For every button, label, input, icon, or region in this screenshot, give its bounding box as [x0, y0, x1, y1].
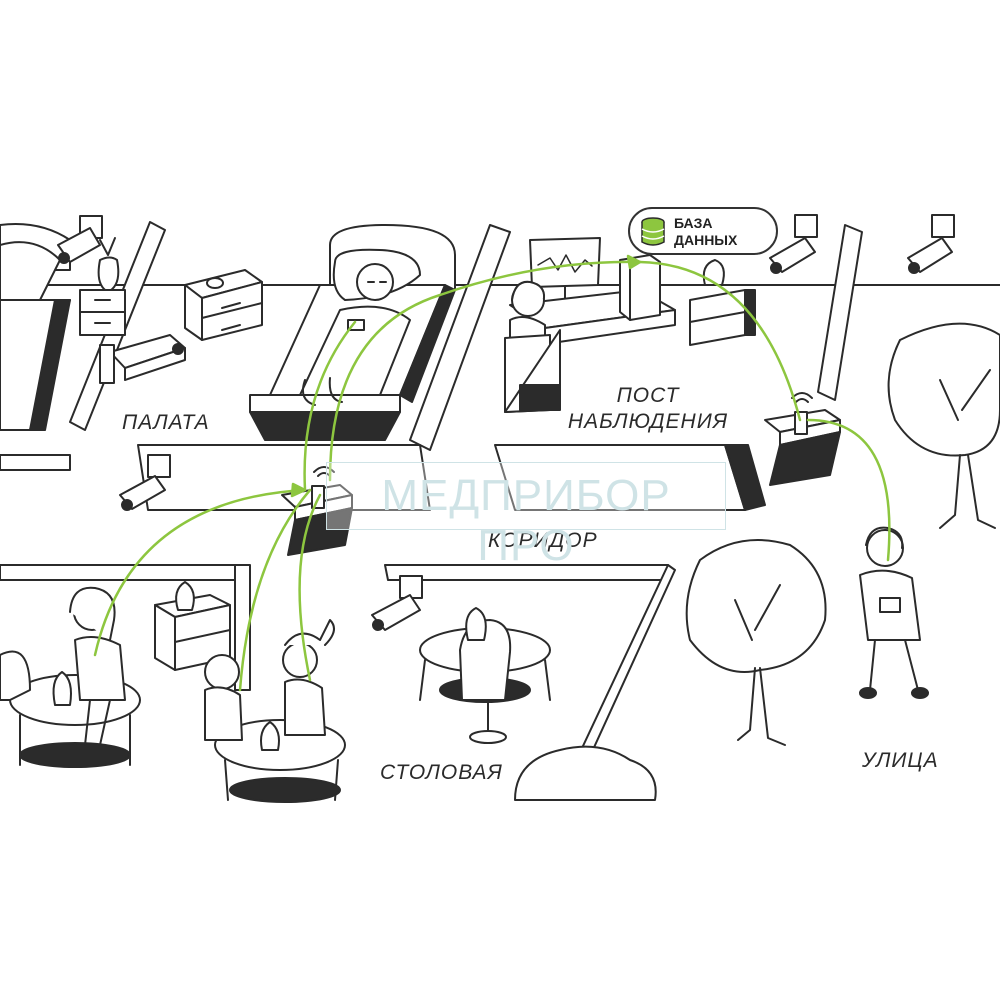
nightstand-icon	[79, 289, 126, 336]
receiver-device	[764, 409, 841, 486]
link-database-to-post	[638, 260, 802, 422]
link-girl-to-corridor	[298, 493, 322, 682]
computer-tower-icon	[619, 254, 661, 321]
ward-room	[0, 215, 456, 441]
watermark: МЕДПРИБОР ПРО	[326, 462, 726, 570]
nightstand-icon	[689, 289, 756, 346]
vase-icon	[260, 721, 280, 751]
arrow-head	[290, 482, 307, 498]
watermark-text: МЕДПРИБОР ПРО	[381, 471, 671, 570]
security-camera-icon	[907, 214, 955, 274]
dining-room	[0, 575, 657, 803]
person-icon	[204, 654, 243, 741]
ward-label: ПАЛАТА	[122, 411, 210, 434]
nightstand-icon	[184, 269, 263, 341]
observation-post	[504, 214, 955, 486]
database-label-line1: БАЗА	[674, 215, 713, 231]
tree-icon	[685, 539, 827, 746]
link-ward-to-database	[303, 320, 357, 492]
street	[685, 322, 1000, 746]
database-bubble: БАЗА ДАННЫХ	[628, 207, 778, 255]
person-icon	[282, 619, 335, 736]
vase-icon	[97, 237, 120, 293]
security-camera-icon	[769, 214, 818, 274]
security-camera-icon	[99, 334, 186, 384]
vase-icon	[52, 671, 72, 706]
observation-post-label: ПОСТ НАБЛЮДЕНИЯ	[558, 383, 738, 435]
corridor-label: КОРИДОР	[488, 529, 598, 552]
database-icon	[641, 217, 665, 246]
dining-label: СТОЛОВАЯ	[380, 761, 503, 784]
link-dining-to-corridor	[93, 488, 307, 657]
tree-icon	[887, 322, 1000, 529]
signal-links	[93, 254, 891, 692]
security-camera-icon	[371, 575, 423, 631]
database-label-line2: ДАННЫХ	[674, 232, 738, 248]
database-label: БАЗА ДАННЫХ	[674, 215, 737, 249]
vase-icon	[175, 581, 195, 611]
street-label: УЛИЦА	[862, 749, 939, 772]
observation-post-label-line1: ПОСТ	[616, 384, 680, 407]
observation-post-label-line2: НАБЛЮДЕНИЯ	[567, 410, 729, 433]
link-corridor-to-database	[328, 260, 642, 482]
link-post-to-street	[806, 418, 891, 562]
security-camera-icon	[57, 215, 103, 264]
building-floor	[0, 221, 1000, 801]
link-kid-to-corridor	[238, 488, 312, 692]
vase-icon	[465, 607, 487, 641]
arrow-head	[626, 254, 642, 270]
security-camera-icon	[119, 454, 171, 511]
person-icon	[859, 526, 929, 699]
